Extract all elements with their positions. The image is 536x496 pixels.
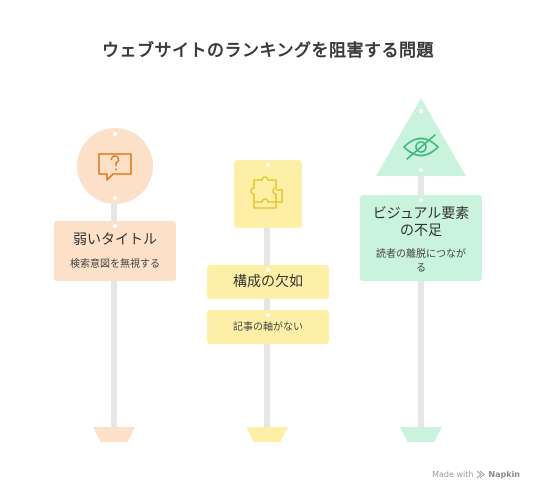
square-sign bbox=[234, 160, 302, 228]
speech-bubble-question-icon bbox=[98, 153, 132, 181]
sign-title-line1: ビジュアル要素 bbox=[372, 206, 470, 222]
made-with-napkin-footer: Made with Napkin bbox=[432, 470, 520, 479]
napkin-brand: Napkin bbox=[488, 470, 520, 479]
napkin-logo-icon bbox=[477, 470, 486, 479]
signpost-base bbox=[246, 427, 288, 442]
sign-board-sub: 記事の軸がない bbox=[207, 310, 329, 344]
triangle-shape bbox=[376, 98, 466, 176]
sign-subtitle-line1: 読者の離脱につなが bbox=[376, 249, 466, 260]
sign-board: 弱いタイトル 検索意図を無視する bbox=[54, 221, 176, 281]
made-with-label: Made with bbox=[432, 470, 474, 479]
signpost-pole bbox=[418, 175, 424, 429]
sign-title: 弱いタイトル bbox=[73, 232, 157, 248]
sign-subtitle: 検索意図を無視する bbox=[70, 259, 160, 270]
sign-board: 構成の欠如 bbox=[207, 265, 329, 299]
sign-subtitle-line2: る bbox=[416, 263, 426, 274]
sign-board: ビジュアル要素 の不足 読者の離脱につなが る bbox=[360, 195, 482, 281]
puzzle-icon bbox=[250, 176, 283, 209]
page-title: ウェブサイトのランキングを阻害する問題 bbox=[102, 41, 434, 61]
sign-title-line2: の不足 bbox=[400, 223, 442, 239]
signpost-pole bbox=[111, 200, 117, 428]
triangle-sign bbox=[376, 98, 466, 176]
signpost-base bbox=[93, 427, 135, 442]
signpost-base bbox=[400, 427, 442, 442]
circle-sign bbox=[77, 128, 153, 204]
sign-subtitle: 記事の軸がない bbox=[233, 322, 303, 333]
sign-title: 構成の欠如 bbox=[233, 274, 303, 290]
eye-slash-icon bbox=[402, 134, 440, 160]
